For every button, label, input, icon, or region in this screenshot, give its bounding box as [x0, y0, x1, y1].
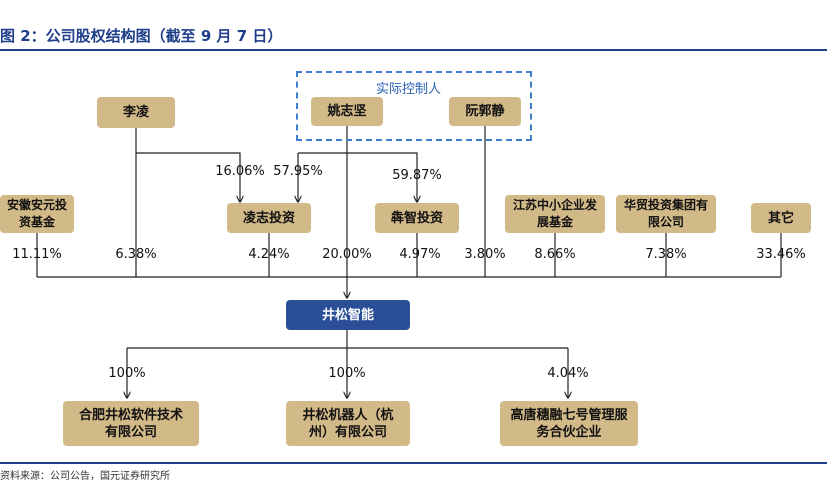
node-li-ling: 李凌	[97, 97, 175, 128]
node-anhui-fund: 安徽安元投资基金	[0, 195, 74, 233]
pct-li-ling: 6.38%	[115, 247, 157, 262]
node-lingzhi: 凌志投资	[227, 203, 311, 233]
figure-title: 图 2：公司股权结构图（截至 9 月 7 日）	[0, 27, 283, 45]
pct-hefei: 100%	[108, 366, 146, 381]
pct-huamao: 7.38%	[645, 247, 687, 262]
node-jiangsu-fund: 江苏中小企业发展基金	[505, 195, 605, 233]
node-hefei: 合肥井松软件技术有限公司	[63, 401, 199, 446]
pct-yao-to-lingzhi: 57.95%	[273, 164, 323, 179]
actual-controller-frame	[296, 71, 532, 141]
pct-hangzhou: 100%	[328, 366, 366, 381]
node-jingsong: 井松智能	[286, 300, 410, 330]
node-benzhi: 犇智投资	[375, 203, 459, 233]
node-hangzhou: 井松机器人（杭州）有限公司	[286, 401, 410, 446]
pct-others: 33.46%	[756, 247, 806, 262]
pct-yao: 20.00%	[322, 247, 372, 262]
edge-li-to-lingzhi	[136, 152, 240, 202]
node-gaotang: 高唐穗融七号管理服务合伙企业	[500, 401, 638, 446]
title-divider	[0, 49, 827, 51]
pct-ruan: 3.80%	[464, 247, 506, 262]
node-yao-zhijian: 姚志坚	[311, 97, 383, 126]
footer-divider	[0, 462, 827, 464]
pct-jiangsu: 8.66%	[534, 247, 576, 262]
pct-benzhi: 4.97%	[399, 247, 441, 262]
node-others: 其它	[751, 203, 811, 233]
node-huamao: 华贸投资集团有限公司	[616, 195, 716, 233]
pct-gaotang: 4.04%	[547, 366, 589, 381]
pct-yao-to-benzhi: 59.87%	[392, 168, 442, 183]
node-ruan-guojing: 阮郭静	[449, 97, 521, 126]
source-note: 资料来源：公司公告，国元证券研究所	[0, 471, 170, 482]
actual-controller-label: 实际控制人	[376, 82, 442, 97]
pct-anhui: 11.11%	[12, 247, 62, 262]
edge-yao-to-benzhi	[298, 152, 417, 202]
pct-lingzhi: 4.24%	[248, 247, 290, 262]
pct-li-to-lingzhi: 16.06%	[215, 164, 265, 179]
